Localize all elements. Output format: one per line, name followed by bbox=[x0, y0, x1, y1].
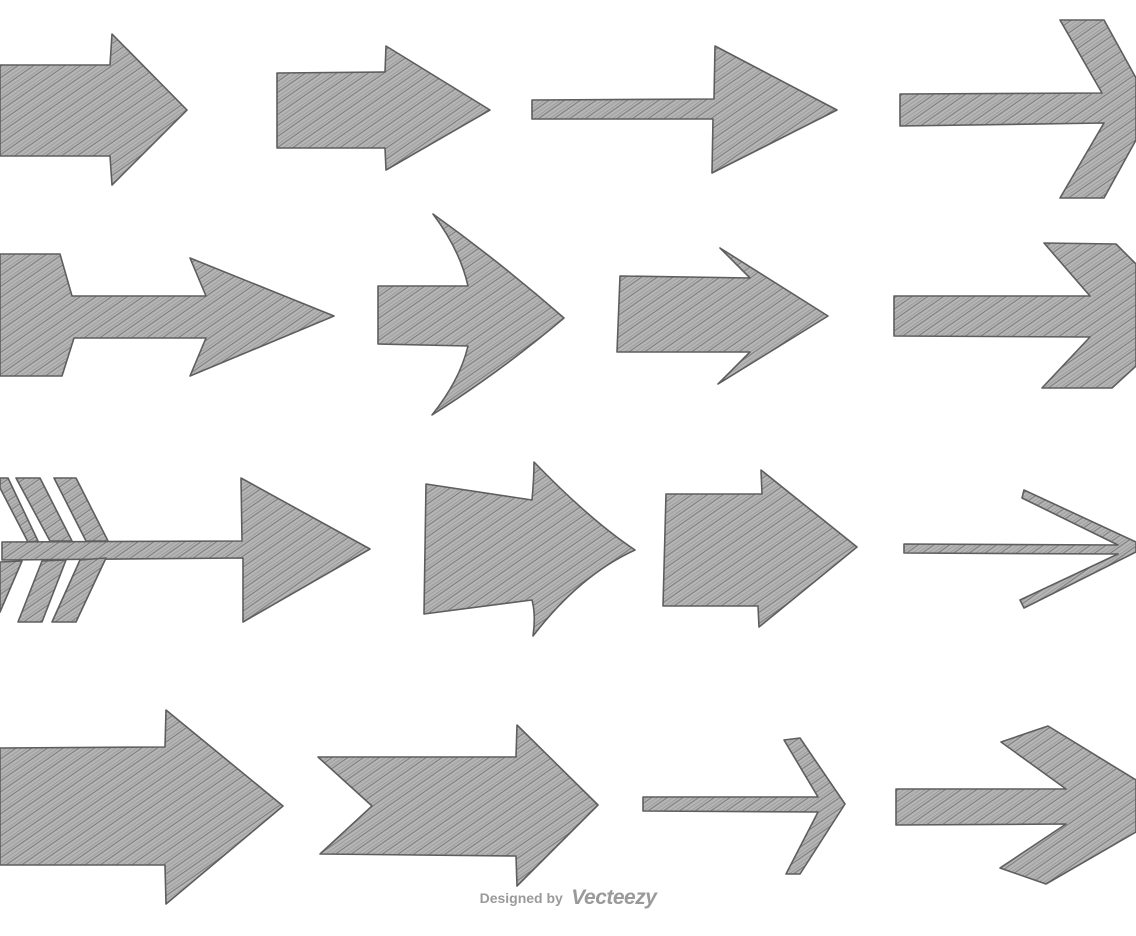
arrow-pentagon bbox=[662, 469, 858, 628]
arrow-right-icon bbox=[893, 242, 1136, 389]
arrow-wide-head bbox=[893, 242, 1136, 389]
arrow-right-icon bbox=[0, 709, 284, 905]
arrow-block-xl bbox=[0, 709, 284, 905]
arrow-block-large bbox=[0, 33, 188, 186]
fletching-upper-3 bbox=[53, 477, 109, 542]
arrow-block-medium bbox=[276, 45, 491, 171]
arrow-curved-head bbox=[377, 213, 565, 416]
arrow-right-icon bbox=[276, 45, 491, 171]
fletching-lower-1 bbox=[0, 560, 23, 613]
arrow-right-icon bbox=[317, 724, 599, 887]
arrow-chevron-short bbox=[895, 725, 1136, 885]
arrow-line-open-head bbox=[903, 489, 1136, 609]
credit-prefix: Designed by bbox=[479, 890, 563, 906]
arrow-right-icon bbox=[423, 461, 636, 637]
arrow-fletched bbox=[0, 477, 371, 623]
arrow-thin-shaft bbox=[531, 45, 838, 174]
arrow-right-icon bbox=[1, 477, 371, 623]
vecteezy-logo: Vecteezy bbox=[571, 886, 657, 909]
arrow-long-chevron bbox=[899, 19, 1136, 199]
arrow-right-icon bbox=[642, 737, 846, 875]
fletching-upper-1 bbox=[0, 477, 39, 543]
fletching-lower-2 bbox=[17, 559, 67, 623]
arrow-right-icon bbox=[899, 19, 1136, 199]
arrow-right-icon bbox=[903, 489, 1136, 609]
arrow-notched-chevron bbox=[317, 724, 599, 887]
arrow-right-icon bbox=[0, 33, 188, 186]
fletching-upper-2 bbox=[15, 477, 73, 542]
arrow-right-icon bbox=[531, 45, 838, 174]
arrow-block-small bbox=[616, 247, 829, 385]
arrow-right-icon bbox=[895, 725, 1136, 885]
fletching-lower-3 bbox=[51, 557, 107, 623]
arrow-right-icon bbox=[0, 253, 335, 377]
arrow-curved-fat bbox=[423, 461, 636, 637]
arrow-right-icon bbox=[377, 213, 565, 416]
arrow-line-bracket bbox=[642, 737, 846, 875]
arrow-right-icon bbox=[616, 247, 829, 385]
designer-credit: Designed by Vecteezy bbox=[0, 886, 1136, 910]
arrow-notched-tail bbox=[0, 253, 335, 377]
arrow-right-icon bbox=[662, 469, 858, 628]
